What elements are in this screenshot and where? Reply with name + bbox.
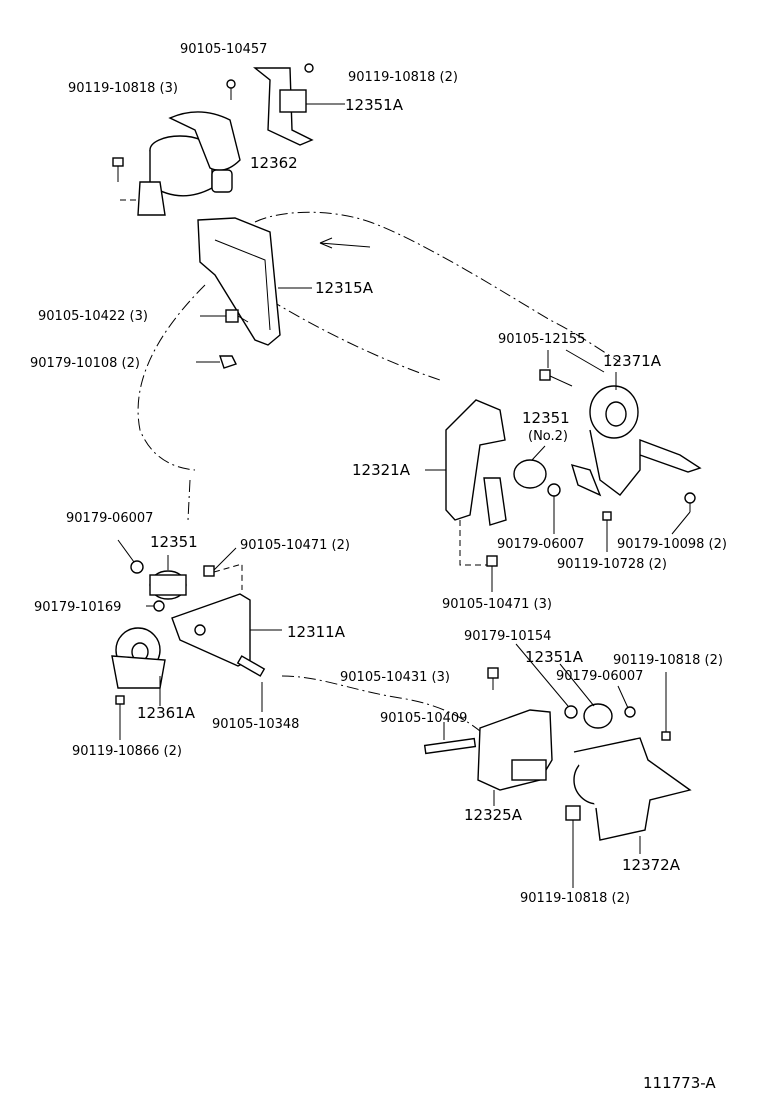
- label-90105-10348: 90105-10348: [212, 717, 299, 732]
- nut-90179-10169: [146, 600, 165, 612]
- label-12362: 12362: [250, 154, 298, 172]
- bracket-12311A: [171, 593, 282, 667]
- bolt-90119-10818-2-right: [661, 672, 671, 741]
- label-90179-06007-mid: 90179-06007: [497, 537, 584, 552]
- label-no2: (No.2): [528, 429, 568, 444]
- label-90119-10818-2-top: 90119-10818 (2): [348, 70, 458, 85]
- label-90119-10728-2: 90119-10728 (2): [557, 557, 667, 572]
- label-90179-06007-left: 90179-06007: [66, 511, 153, 526]
- engine-mount-12362: [120, 111, 241, 216]
- label-90105-10431-3: 90105-10431 (3): [340, 670, 450, 685]
- bolt-90119-10818-2-bottom: [565, 805, 581, 888]
- bolt-90119-10866-2: [115, 695, 125, 740]
- label-12361A: 12361A: [137, 704, 196, 722]
- bolt-90105-10422-3: [200, 309, 249, 323]
- bracket-12315A: [197, 217, 312, 346]
- label-90179-10098-2: 90179-10098 (2): [617, 537, 727, 552]
- bolt-90105-10348: [236, 655, 491, 741]
- bolt-90105-12155: [539, 349, 605, 387]
- label-90105-12155: 90105-12155: [498, 332, 585, 347]
- label-90119-10818-2-right: 90119-10818 (2): [613, 653, 723, 668]
- bracket-12321A: [425, 399, 507, 566]
- bolt-90105-10457: [226, 79, 236, 100]
- label-12351A-top: 12351A: [345, 96, 404, 114]
- label-12321A: 12321A: [352, 461, 411, 479]
- nut-90179-06007-low: [617, 685, 636, 718]
- nut-90179-06007-left: [117, 539, 144, 574]
- label-90105-10471-2: 90105-10471 (2): [240, 538, 350, 553]
- label-90179-10169: 90179-10169: [34, 600, 121, 615]
- mount-12351A-low: [559, 663, 613, 729]
- part-labels: 90105-10457 90119-10818 (3) 90119-10818 …: [30, 42, 727, 1092]
- label-12371A: 12371A: [603, 352, 662, 370]
- label-12351-no2: 12351: [522, 409, 570, 427]
- engine-mount-12372A: [573, 737, 692, 854]
- label-90119-10818-3: 90119-10818 (3): [68, 81, 178, 96]
- label-90105-10471-3: 90105-10471 (3): [442, 597, 552, 612]
- bracket-12351A-top: [253, 63, 345, 146]
- mount-12351-no2: [513, 445, 547, 489]
- label-12315A: 12315A: [315, 279, 374, 297]
- nut-90179-10108-2: [196, 355, 237, 369]
- bolt-90105-10409: [423, 722, 477, 755]
- label-90105-10457: 90105-10457: [180, 42, 267, 57]
- nut-90179-06007-mid: [547, 483, 561, 534]
- label-12311A: 12311A: [287, 623, 346, 641]
- nut-90179-10154: [515, 643, 578, 719]
- bolt-90105-10471-2: [203, 547, 243, 590]
- label-90179-10108-2: 90179-10108 (2): [30, 356, 140, 371]
- bolt-90119-10728-2: [602, 511, 612, 552]
- label-90179-06007-low: 90179-06007: [556, 669, 643, 684]
- label-90179-10154: 90179-10154: [464, 629, 551, 644]
- engine-outline: [137, 211, 621, 521]
- label-90119-10818-2-bottom: 90119-10818 (2): [520, 891, 630, 906]
- bolt-90119-10818-3: [112, 157, 124, 182]
- label-90105-10422-3: 90105-10422 (3): [38, 309, 148, 324]
- bolt-90105-10431-3: [487, 667, 499, 690]
- nut-90179-10098-2: [671, 492, 696, 535]
- label-12325A: 12325A: [464, 806, 523, 824]
- bracket-12325A: [477, 709, 553, 806]
- label-12351A-low: 12351A: [525, 648, 584, 666]
- bolt-90105-10471-3: [486, 555, 498, 592]
- engine-mount-12371A: [570, 372, 702, 497]
- mount-12351-left: [149, 555, 187, 600]
- label-90105-10409: 90105-10409: [380, 711, 467, 726]
- label-90119-10866-2: 90119-10866 (2): [72, 744, 182, 759]
- diagram-id: 111773-A: [643, 1074, 716, 1092]
- label-12351-left: 12351: [150, 533, 198, 551]
- label-12372A: 12372A: [622, 856, 681, 874]
- engine-mount-12361A: [111, 627, 166, 706]
